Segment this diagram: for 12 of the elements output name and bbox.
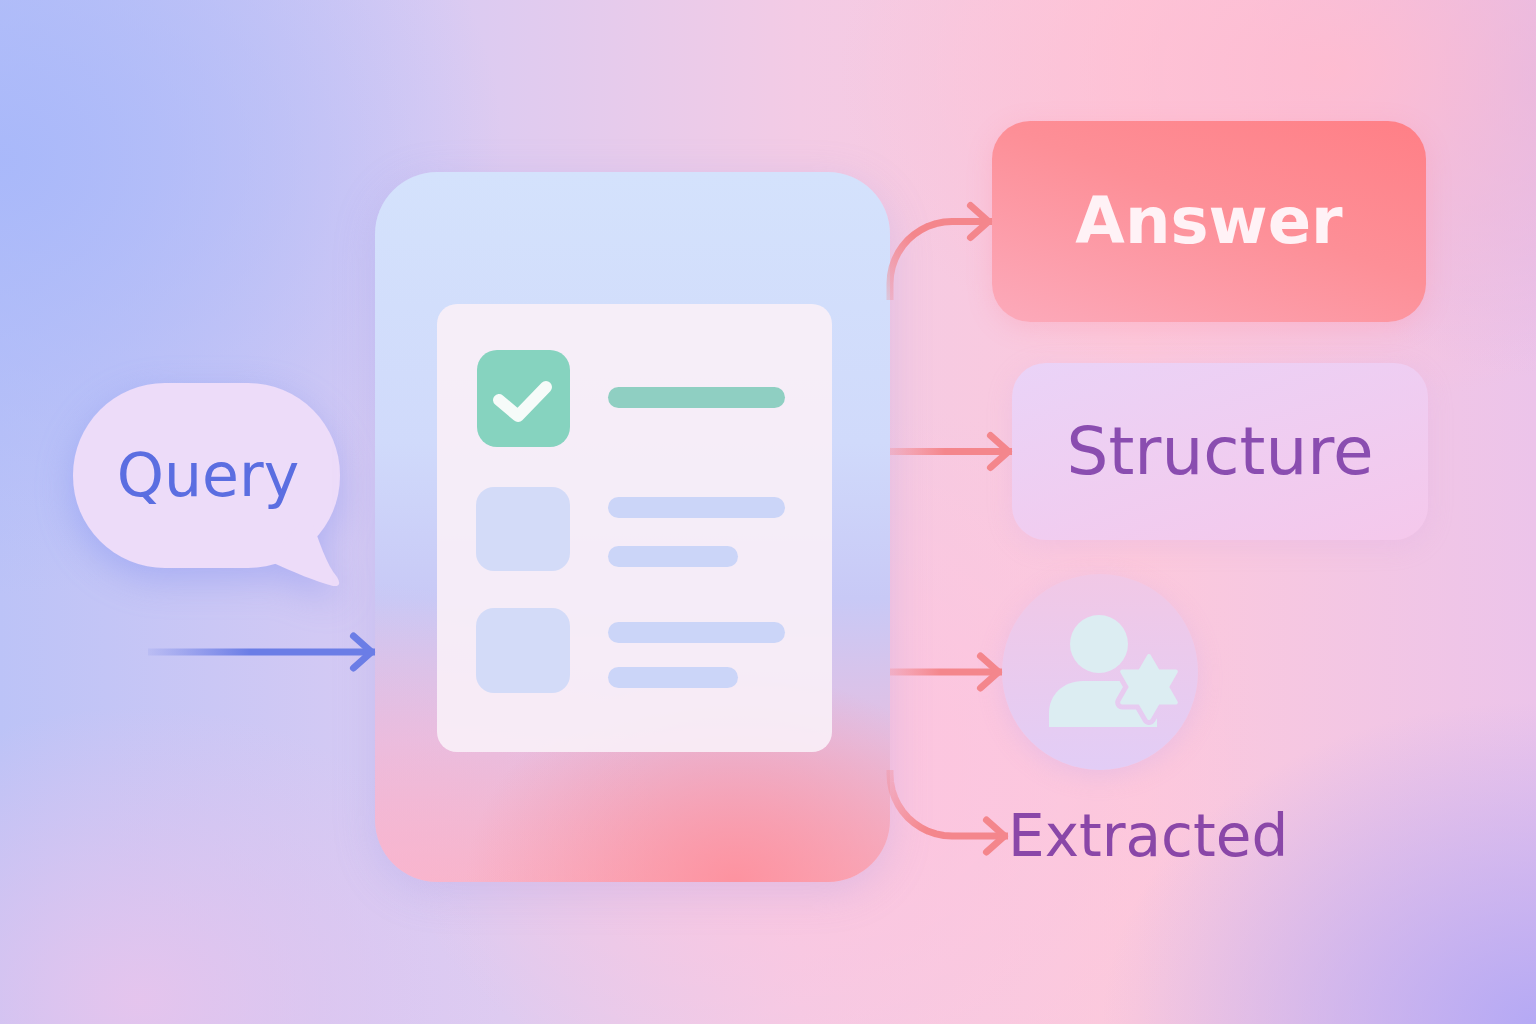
- arrow: [886, 202, 992, 300]
- document-panel: [375, 172, 890, 882]
- arrow: [890, 432, 1012, 471]
- arrow: [886, 770, 1008, 856]
- arrow: [890, 652, 1002, 692]
- bubble-label: Query: [116, 440, 300, 510]
- box-label: Structure: [1066, 413, 1374, 490]
- output-box: [992, 121, 1426, 322]
- output-box: [1012, 363, 1428, 540]
- box-label: Answer: [1075, 184, 1343, 259]
- output-label: Extracted: [1008, 800, 1308, 872]
- arrow: [148, 632, 375, 672]
